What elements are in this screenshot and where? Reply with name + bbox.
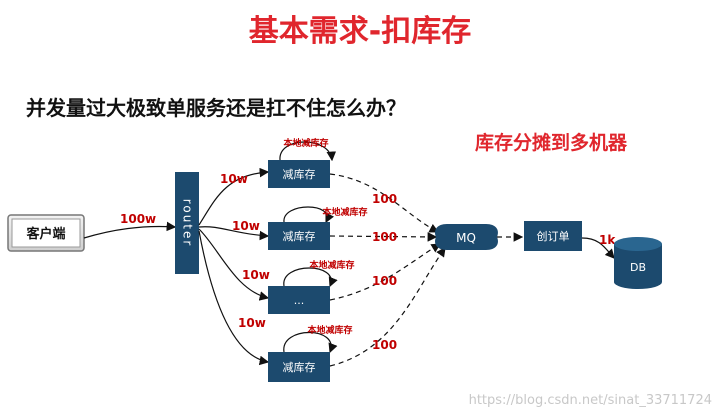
mq-label-4: 100 — [372, 338, 397, 352]
loop-label-1: 本地减库存 — [283, 137, 328, 149]
node-label-2: 减库存 — [283, 229, 316, 243]
question-text: 并发量过大极致单服务还是扛不住怎么办？ — [26, 96, 406, 120]
watermark: https://blog.csdn.net/sinat_33711724 — [468, 393, 712, 408]
order-label: 创订单 — [537, 230, 570, 243]
split-label-4: 10w — [238, 316, 266, 330]
split-label-3: 10w — [242, 268, 270, 282]
edge-router-node-4 — [198, 230, 270, 366]
edge-order-db — [581, 237, 615, 259]
mq-label-3: 100 — [372, 274, 397, 288]
distribution-note: 库存分摊到多机器 — [475, 132, 628, 154]
mq-label-1: 100 — [372, 192, 397, 206]
edge-label-order-db: 1k — [599, 233, 616, 247]
client-label: 客户端 — [26, 226, 65, 242]
node-label-1: 减库存 — [283, 167, 316, 181]
client-node: 客户端 — [7, 214, 85, 252]
node-label-3: ... — [294, 294, 305, 307]
mq-node: MQ — [435, 224, 498, 250]
router-node: router — [175, 172, 199, 274]
stock-node-2: 本地减库存 减库存 — [268, 206, 368, 250]
mq-label: MQ — [456, 231, 476, 245]
stock-node-4: 本地减库存 减库存 — [268, 324, 353, 382]
local-loop-3 — [283, 267, 338, 288]
loop-label-3: 本地减库存 — [309, 259, 354, 271]
split-label-1: 10w — [220, 172, 248, 186]
router-label: router — [181, 199, 195, 248]
db-node: DB — [614, 237, 662, 289]
stock-node-1: 本地减库存 减库存 — [268, 137, 337, 188]
stock-node-3: 本地减库存 ... — [268, 259, 355, 314]
edge-node3-mq — [329, 243, 442, 301]
edge-node4-mq — [329, 247, 446, 367]
local-loop-4 — [283, 332, 338, 354]
edge-label-inbound: 100w — [120, 212, 156, 226]
loop-label-2: 本地减库存 — [322, 206, 367, 218]
edge-node1-mq — [329, 173, 440, 233]
node-label-4: 减库存 — [283, 360, 316, 374]
loop-label-4: 本地减库存 — [307, 324, 352, 336]
edge-router-node-1 — [198, 167, 270, 226]
split-label-2: 10w — [232, 219, 260, 233]
order-node: 创订单 — [524, 221, 582, 251]
local-loop-2 — [283, 206, 335, 224]
page-title: 基本需求-扣库存 — [248, 14, 472, 49]
edge-router-node-3 — [198, 228, 270, 301]
db-label: DB — [630, 261, 646, 274]
edge-router-node-2 — [198, 226, 270, 241]
local-loop-1 — [279, 141, 337, 162]
edge-client-router — [83, 221, 177, 239]
mq-label-2: 100 — [372, 230, 397, 244]
